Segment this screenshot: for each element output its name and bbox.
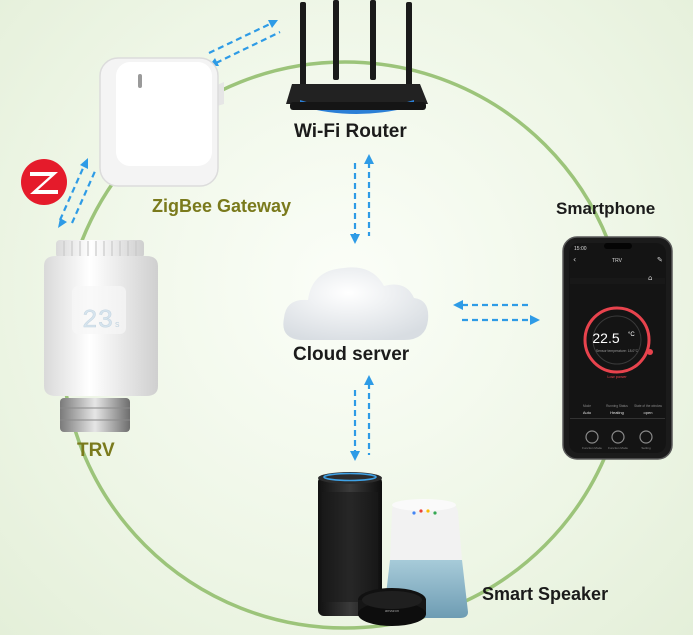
zigbee-logo-icon [21, 159, 67, 205]
trv-icon [44, 240, 158, 432]
trv-display-unit: s [115, 319, 120, 329]
arrow-router-cloud [350, 154, 374, 244]
label-smart-speaker: Smart Speaker [482, 584, 609, 604]
arrow-router-gateway [208, 20, 281, 66]
zigbee-gateway-icon [99, 57, 224, 187]
phone-temp-ring [583, 306, 651, 374]
phone-status-time: 15:00 [574, 246, 587, 252]
phone-temp-unit: °C [628, 332, 635, 338]
phone-info-header: State of the window [634, 404, 663, 408]
connection-arrows [58, 20, 540, 461]
phone-temp-subtitle: Sensor temperature: 18.0°C [596, 349, 639, 353]
back-icon[interactable]: ‹ [573, 255, 576, 264]
phone-temperature: 22.5 [592, 330, 619, 346]
label-zigbee-gateway: ZigBee Gateway [152, 196, 292, 216]
phone-info-header: Running Status [606, 404, 628, 408]
lock-icon: ⌂ [648, 274, 652, 282]
phone-info-value: open [644, 410, 653, 415]
phone-nav-function-icon[interactable] [611, 430, 625, 444]
arrow-cloud-phone [453, 300, 540, 325]
cloud-icon [283, 267, 429, 340]
edit-icon[interactable]: ✎ [657, 256, 663, 264]
smartphone-device: ‹ ✎ ⌂ [562, 236, 673, 460]
phone-info-value: Heating [610, 410, 624, 415]
phone-nav-label: Function Mode [582, 446, 602, 450]
phone-nav-label: Function Mode [608, 446, 628, 450]
phone-screen-title: TRV [612, 258, 623, 264]
trv-display: 23 [82, 305, 113, 335]
label-trv: TRV [77, 440, 115, 461]
wifi-router-icon [286, 0, 428, 114]
phone-info-header: Mode [583, 404, 591, 408]
label-wifi-router: Wi-Fi Router [294, 121, 407, 142]
phone-status-text: Low power [607, 374, 627, 379]
label-cloud-server: Cloud server [293, 344, 410, 365]
smart-speaker-group [318, 472, 468, 626]
phone-nav-setting-icon[interactable] [639, 430, 653, 444]
phone-nav-label: Setting [641, 446, 651, 450]
label-smartphone: Smartphone [556, 199, 656, 218]
arrow-gateway-trv [58, 158, 98, 228]
phone-nav-mode-icon[interactable] [585, 430, 599, 444]
phone-info-value: Auto [583, 410, 592, 415]
speaker-brand: amazon [385, 608, 399, 613]
arrow-cloud-speaker [350, 375, 374, 461]
